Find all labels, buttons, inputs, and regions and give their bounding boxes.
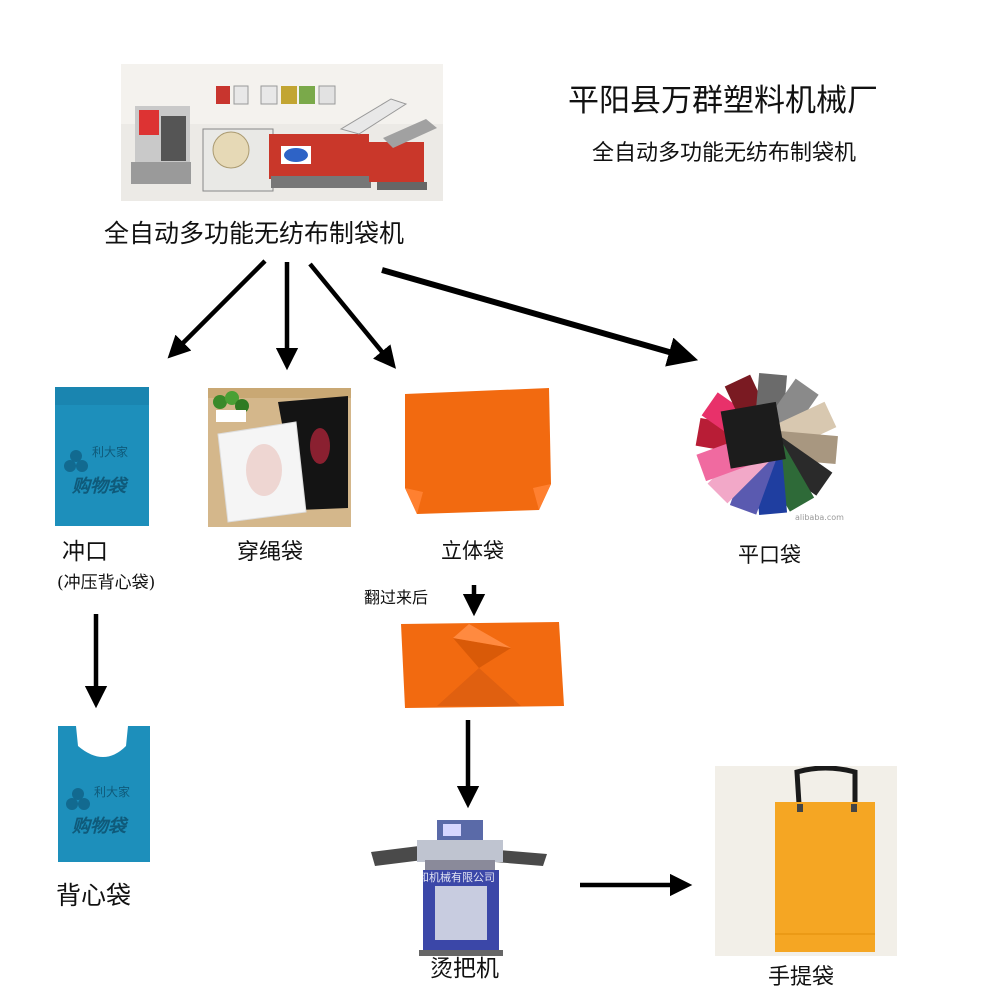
header-subtitle: 全自动多功能无纺布制袋机 (592, 141, 857, 166)
vest-bag-text: 购物袋 (72, 816, 126, 837)
vest-bag-image: 利大家 购物袋 (56, 724, 152, 864)
flat-bags-fan-image: alibaba.com (683, 368, 853, 528)
flipped-box-bag-image (399, 622, 567, 710)
flat-label: 平口袋 (738, 543, 801, 567)
company-title: 平阳县万群塑料机械厂 (568, 83, 878, 119)
punch-bag-image: 利大家 购物袋 (54, 386, 150, 527)
arrow-to-punch (167, 259, 267, 359)
drawstring-bag-image (208, 388, 351, 527)
punch-sublabel: (冲压背心袋) (57, 573, 156, 593)
flat-bags-watermark: alibaba.com (795, 513, 844, 522)
machine-caption: 全自动多功能无纺布制袋机 (104, 219, 405, 248)
handle-machine-label: 烫把机 (430, 956, 499, 982)
punch-bag-text: 购物袋 (72, 476, 126, 497)
machine-watermark: 温州鼎和机械有限公司 (385, 871, 495, 884)
handbag-label: 手提袋 (768, 965, 835, 990)
arrow-to-box (308, 262, 396, 369)
handbag-image (715, 766, 897, 956)
arrow-to-flat (381, 267, 699, 367)
vest-bag-brand: 利大家 (94, 785, 131, 799)
vest-label: 背心袋 (56, 881, 132, 910)
box-label: 立体袋 (441, 539, 504, 563)
box-bag-image (399, 384, 554, 518)
handle-sealing-machine-image: 温州鼎和机械有限公司 (371, 816, 547, 958)
punch-label: 冲口 (62, 539, 108, 565)
flip-note: 翻过来后 (364, 588, 429, 607)
drawstring-label: 穿绳袋 (237, 540, 304, 565)
punch-bag-brand: 利大家 (92, 445, 129, 459)
bag-making-machine-photo (121, 64, 443, 201)
